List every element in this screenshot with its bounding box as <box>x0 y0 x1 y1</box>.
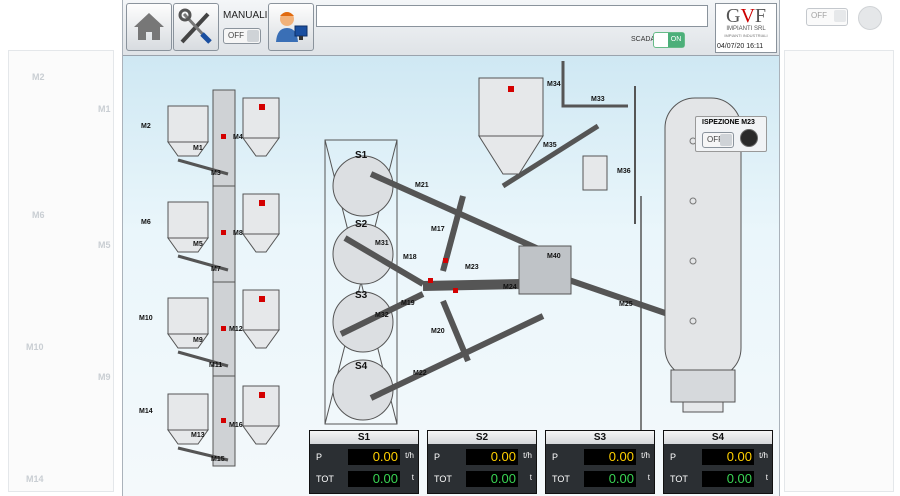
manual-label: MANUALI <box>223 10 268 21</box>
motor-label: M9 <box>193 337 203 344</box>
motor-label: M11 <box>209 362 223 369</box>
silo-label: S3 <box>355 290 368 301</box>
ghost-label: M9 <box>98 372 111 382</box>
motor-label: M3 <box>211 170 221 177</box>
operator-icon <box>276 12 308 42</box>
ghost-label: M2 <box>32 72 45 82</box>
motor-label: M21 <box>415 182 429 189</box>
operator-button[interactable] <box>268 3 314 51</box>
inspection-switch[interactable]: OFF <box>702 132 734 148</box>
inspection-lamp <box>740 129 758 147</box>
total-value: 0.00 <box>702 471 754 487</box>
motor-label: M32 <box>375 312 389 319</box>
motor-label: M35 <box>543 142 557 149</box>
motor-label: M23 <box>465 264 479 271</box>
motor-label: M31 <box>375 240 389 247</box>
motor-label: M14 <box>139 408 153 415</box>
inspection-title: ISPEZIONE M23 <box>702 119 755 126</box>
wrench-screwdriver-icon <box>178 8 212 44</box>
motor-label: M5 <box>193 241 203 248</box>
motor-label: M34 <box>547 81 561 88</box>
motor-label: M33 <box>591 96 605 103</box>
feed-line-3 <box>167 281 280 403</box>
hmi-panel: MANUALI OFF SCADA ON GVF IMPIANTI SRL IM… <box>122 0 780 496</box>
motor-label: M18 <box>403 254 417 261</box>
ghost-label: M10 <box>26 342 44 352</box>
manual-switch[interactable]: OFF <box>223 28 261 44</box>
feed-line-2 <box>167 185 280 307</box>
total-value: 0.00 <box>584 471 636 487</box>
flow-value: 0.00 <box>348 449 400 465</box>
flow-value: 0.00 <box>702 449 754 465</box>
flow-value: 0.00 <box>584 449 636 465</box>
toolbar: MANUALI OFF SCADA ON GVF IMPIANTI SRL IM… <box>123 0 779 56</box>
total-value: 0.00 <box>348 471 400 487</box>
scada-label: SCADA <box>631 36 656 43</box>
scada-switch[interactable]: ON <box>653 32 685 48</box>
feed-line-1 <box>167 89 280 211</box>
motor-label: M40 <box>547 253 561 260</box>
motor-label: M19 <box>401 300 415 307</box>
motor-label: M13 <box>191 432 205 439</box>
ghost-lamp <box>858 6 882 30</box>
motor-label: M24 <box>503 284 517 291</box>
motor-label: M1 <box>193 145 203 152</box>
motor-label: M16 <box>229 422 243 429</box>
ghost-label: M5 <box>98 240 111 250</box>
ghost-label: M6 <box>32 210 45 220</box>
datetime: 04/07/20 16:11 <box>717 43 764 50</box>
total-value: 0.00 <box>466 471 518 487</box>
plant-graphics <box>167 61 742 467</box>
company-logo: GVF IMPIANTI SRL IMPIANTI INDUSTRIALI <box>715 3 777 53</box>
motor-label: M10 <box>139 315 153 322</box>
flow-value: 0.00 <box>466 449 518 465</box>
motor-label: M25 <box>619 301 633 308</box>
silo-label: S2 <box>355 219 368 230</box>
silo-label: S4 <box>355 361 368 372</box>
plant-diagram: S1 S2 S3 S4 M2 M1 M4 M3 M6 M5 M8 M7 M10 … <box>123 56 779 496</box>
home-icon <box>134 13 164 40</box>
ghost-switch: OFF <box>806 8 848 26</box>
motor-label: M17 <box>431 226 445 233</box>
ghost-label: M14 <box>26 474 44 484</box>
ghost-label: M1 <box>98 104 111 114</box>
motor-label: M20 <box>431 328 445 335</box>
tools-button[interactable] <box>173 3 219 51</box>
motor-label: M8 <box>233 230 243 237</box>
motor-label: M36 <box>617 168 631 175</box>
silo-label: S1 <box>355 150 368 161</box>
motor-label: M2 <box>141 123 151 130</box>
home-button[interactable] <box>126 3 172 51</box>
motor-label: M4 <box>233 134 243 141</box>
motor-label: M6 <box>141 219 151 226</box>
inspection-panel: ISPEZIONE M23 OFF <box>695 116 767 152</box>
feed-line-4 <box>167 375 280 467</box>
motor-label: M15 <box>211 456 225 463</box>
message-bar <box>316 5 708 27</box>
motor-label: M22 <box>413 370 427 377</box>
motor-label: M7 <box>211 266 221 273</box>
motor-label: M12 <box>229 326 243 333</box>
